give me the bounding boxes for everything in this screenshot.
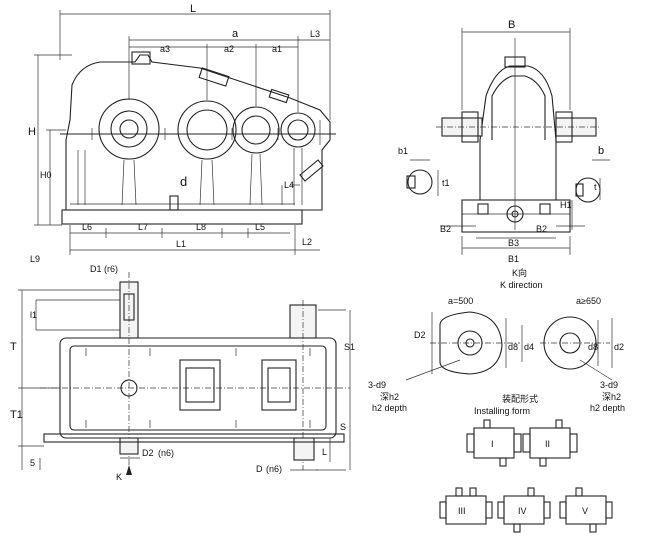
k-direction-cn: K向 bbox=[512, 267, 527, 278]
label-a500: a=500 bbox=[448, 296, 473, 306]
dim-D1: D1 bbox=[90, 264, 102, 274]
dim-d: d bbox=[180, 174, 187, 189]
front-view: L a a3 a2 a1 L3 H H0 d L4 L6 L7 L8 L5 L1… bbox=[28, 3, 336, 264]
dim-T: T bbox=[10, 341, 17, 353]
dim-L9: L9 bbox=[30, 254, 40, 264]
dim-D-tol: (n6) bbox=[266, 464, 282, 474]
dim-L: L bbox=[190, 3, 196, 15]
dim-a: a bbox=[232, 28, 239, 40]
dim-H: H bbox=[28, 126, 36, 138]
h2-en-right: h2 depth bbox=[590, 403, 625, 413]
dim-B3: B3 bbox=[508, 238, 519, 248]
dim-D2-tol: (n6) bbox=[158, 448, 174, 458]
dim-B: B bbox=[508, 19, 515, 31]
dim-l1: l1 bbox=[30, 310, 37, 320]
form-II-label: II bbox=[545, 439, 550, 449]
dim-L-side: L bbox=[322, 447, 327, 457]
dim-a1: a1 bbox=[272, 44, 282, 54]
K-arrow-label: K bbox=[116, 472, 122, 482]
form-IV-label: IV bbox=[518, 506, 527, 516]
installing-forms: 装配形式 Installing form I II III bbox=[439, 393, 613, 533]
install-form-III: III bbox=[439, 487, 493, 525]
dim-L8: L8 bbox=[196, 222, 206, 232]
dim-B2-left: B2 bbox=[440, 224, 451, 234]
top-view: D1 (r6) l1 T T1 S1 S 5 D2 (n6) K D (n6) … bbox=[10, 264, 355, 482]
dim-t: t bbox=[594, 182, 597, 192]
install-form-V: V bbox=[559, 487, 613, 533]
dim-t1: t1 bbox=[442, 178, 450, 188]
dim-L5: L5 bbox=[255, 222, 265, 232]
dim-L2: L2 bbox=[302, 237, 312, 247]
dim-b: b bbox=[598, 145, 604, 157]
dim-S1: S1 bbox=[344, 342, 355, 352]
install-form-I: I bbox=[466, 419, 522, 467]
install-form-cn: 装配形式 bbox=[502, 393, 538, 404]
dim-d4: d4 bbox=[524, 342, 534, 352]
dim-L1: L1 bbox=[176, 239, 186, 249]
dim-b1: b1 bbox=[398, 146, 408, 156]
dim-D1-tol: (r6) bbox=[104, 264, 118, 274]
h2-cn-left: 深h2 bbox=[380, 392, 399, 402]
dim-d2: d2 bbox=[614, 342, 624, 352]
install-form-en: Installing form bbox=[474, 406, 530, 416]
form-I-label: I bbox=[491, 439, 494, 449]
dim-d8-right: d8 bbox=[588, 342, 598, 352]
k-direction-en: K direction bbox=[500, 280, 543, 290]
dim-H0: H0 bbox=[40, 170, 52, 180]
dim-L3: L3 bbox=[310, 29, 320, 39]
k-direction-view: K向 K direction a=500 a≥650 D2 d8 d4 d8 d… bbox=[368, 267, 625, 413]
dim-D: D bbox=[256, 464, 263, 474]
install-form-IV: IV bbox=[497, 487, 551, 533]
dim-T1: T1 bbox=[10, 409, 23, 421]
dim-H1: H1 bbox=[560, 200, 572, 210]
dim-d8-left: d8 bbox=[508, 342, 518, 352]
dim-L4: L4 bbox=[284, 180, 294, 190]
dim-a3: a3 bbox=[160, 44, 170, 54]
dim-L6: L6 bbox=[82, 222, 92, 232]
dim-B1: B1 bbox=[508, 254, 519, 264]
dim-S: S bbox=[340, 422, 346, 432]
dim-d9-right: 3-d9 bbox=[600, 380, 618, 390]
h2-cn-right: 深h2 bbox=[602, 392, 621, 402]
dim-D2: D2 bbox=[142, 448, 154, 458]
dim-B2-right: B2 bbox=[536, 224, 547, 234]
label-a650: a≥650 bbox=[576, 296, 601, 306]
install-form-II: II bbox=[522, 419, 578, 467]
form-III-label: III bbox=[458, 506, 466, 516]
side-view: B b1 t1 b t H1 B2 B2 B3 B1 bbox=[398, 19, 610, 264]
h2-en-left: h2 depth bbox=[372, 403, 407, 413]
form-V-label: V bbox=[582, 506, 588, 516]
dim-a2: a2 bbox=[224, 44, 234, 54]
dim-D2-k: D2 bbox=[414, 330, 426, 340]
dim-d9-left: 3-d9 bbox=[368, 380, 386, 390]
dim-five: 5 bbox=[30, 458, 35, 468]
dim-L7: L7 bbox=[138, 222, 148, 232]
